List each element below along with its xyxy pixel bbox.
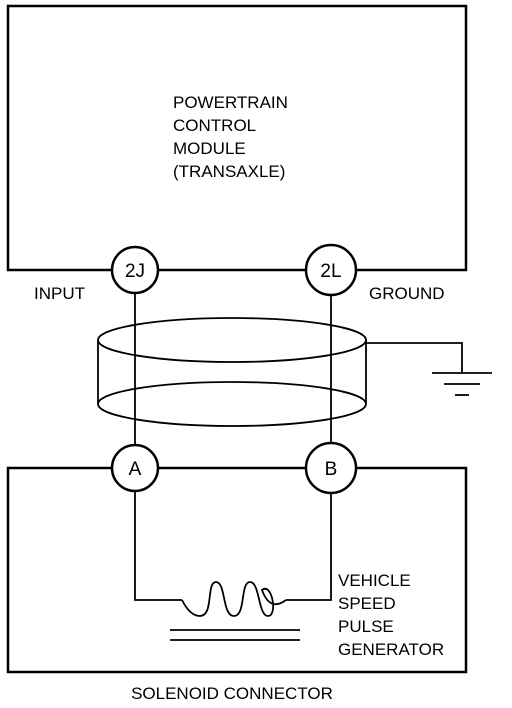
shield-cylinder [97, 317, 367, 427]
module-box [6, 4, 468, 272]
sensor-label-line-3: PULSE [338, 617, 394, 636]
connector-label: SOLENOID CONNECTOR [131, 684, 333, 703]
terminal-2l-label: 2L [320, 261, 341, 282]
shield-top-ellipse [97, 317, 367, 363]
module-title-line-3: MODULE [173, 139, 246, 158]
coil-winding [181, 581, 287, 617]
module-title-line-2: CONTROL [173, 116, 256, 135]
drain-wire [366, 342, 463, 372]
connector-box [6, 466, 468, 674]
module-title-line-4: (TRANSAXLE) [173, 162, 285, 181]
ground-label: GROUND [369, 284, 445, 303]
terminal-a-label: A [129, 459, 142, 480]
sensor-label-line-2: SPEED [338, 594, 396, 613]
coil-lead-right [286, 493, 332, 601]
module-title-line-1: POWERTRAIN [173, 93, 288, 112]
terminal-2j-label: 2J [125, 261, 145, 282]
sensor-label-line-1: VEHICLE [338, 571, 411, 590]
sensor-label-line-4: GENERATOR [338, 640, 444, 659]
input-label: INPUT [34, 284, 85, 303]
ground-symbol [432, 372, 492, 396]
shield-bottom-ellipse [97, 381, 367, 427]
coil-lead-left [134, 491, 182, 601]
terminal-b-label: B [325, 459, 338, 480]
